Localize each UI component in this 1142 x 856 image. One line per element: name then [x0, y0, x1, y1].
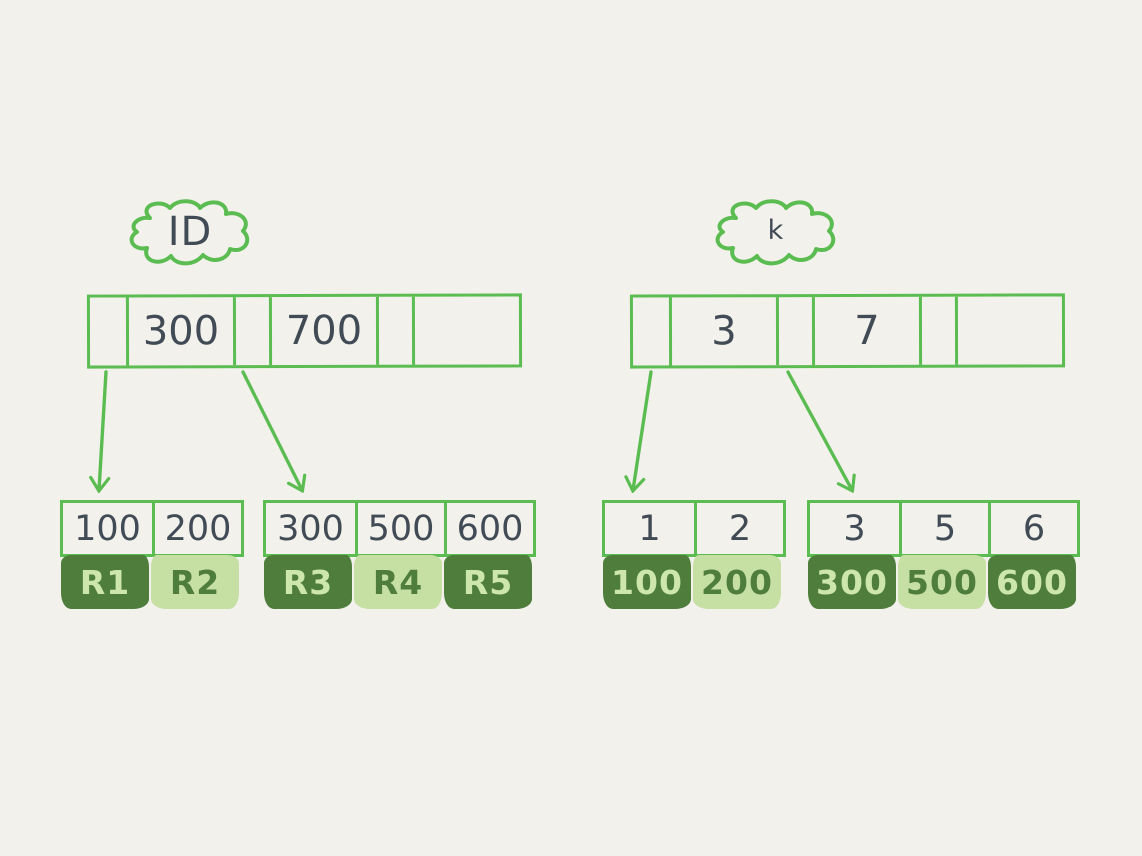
- root-cell: [90, 297, 126, 365]
- root-cell: [954, 296, 1063, 365]
- leaf-key-cell: 1: [638, 508, 661, 549]
- k-leaf2-records: 300 500 600: [808, 555, 1076, 609]
- root-cell: [232, 297, 270, 366]
- arrow-left-to-leaf2: [241, 370, 302, 490]
- leaf-key-cell: 5: [899, 503, 988, 554]
- k-cloud: k: [706, 196, 846, 266]
- k-leaf2-node: 3 5 6: [807, 500, 1080, 557]
- root-cell: [411, 296, 520, 365]
- leaf-key-cell: 6: [988, 503, 1077, 554]
- k-root-node: 3 7: [629, 293, 1066, 369]
- record-box: R2: [151, 555, 239, 609]
- leaf-key-cell: 300: [277, 508, 344, 549]
- cloud-shape-icon: [715, 199, 836, 266]
- leaf-key-cell: 500: [355, 503, 444, 554]
- k-leaf1-records: 100 200: [603, 555, 781, 609]
- root-cell: [918, 296, 956, 365]
- record-box: 200: [693, 555, 781, 609]
- leaf-key-cell: 600: [444, 503, 533, 554]
- record-box: R1: [61, 555, 149, 609]
- record-box: 500: [898, 555, 986, 609]
- id-root-node: 300 700: [86, 293, 523, 369]
- id-leaf1-records: R1 R2: [61, 555, 239, 609]
- id-cloud: ID: [120, 196, 260, 268]
- record-box: 100: [603, 555, 691, 609]
- record-box: R3: [264, 555, 352, 609]
- root-cell: 3: [668, 297, 777, 366]
- record-box: 300: [808, 555, 896, 609]
- cloud-shape-icon: [129, 199, 250, 266]
- arrow-right-to-leaf2: [786, 370, 852, 490]
- id-leaf2-records: R3 R4 R5: [264, 555, 532, 609]
- root-cell: [375, 296, 413, 365]
- k-leaf1-node: 1 2: [602, 500, 786, 557]
- k-cloud-label: k: [767, 214, 785, 246]
- root-cell: 700: [268, 296, 377, 366]
- root-cell: 7: [811, 296, 920, 366]
- root-cell: 300: [125, 297, 234, 366]
- id-leaf1-node: 100 200: [60, 500, 244, 557]
- record-box: R4: [354, 555, 442, 609]
- record-box: 600: [988, 555, 1076, 609]
- arrow-left-to-leaf1: [99, 370, 106, 490]
- root-cell: [775, 297, 813, 366]
- root-cell: [633, 297, 669, 365]
- leaf-key-cell: 200: [152, 503, 241, 554]
- id-leaf2-node: 300 500 600: [263, 500, 536, 557]
- record-box: R5: [444, 555, 532, 609]
- leaf-key-cell: 3: [843, 508, 866, 549]
- id-cloud-label: ID: [167, 209, 213, 255]
- arrow-right-to-leaf1: [633, 370, 653, 490]
- leaf-key-cell: 100: [74, 508, 141, 549]
- leaf-key-cell: 2: [694, 503, 783, 554]
